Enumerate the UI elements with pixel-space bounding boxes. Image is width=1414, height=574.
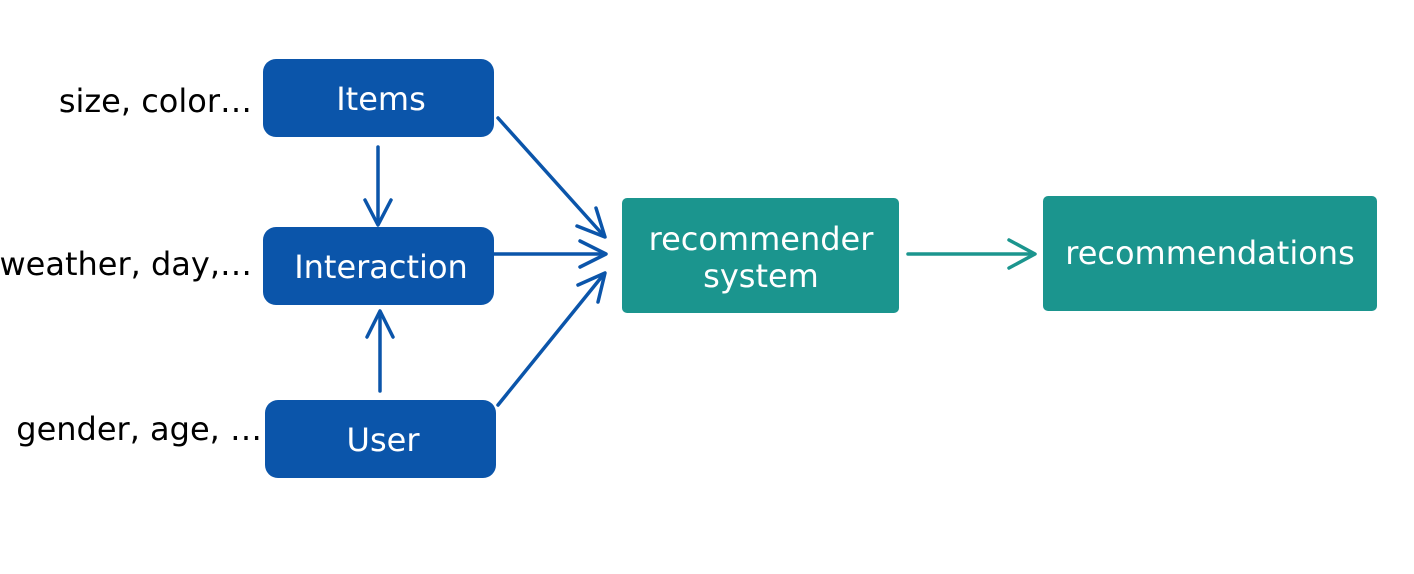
user-node: User — [265, 400, 496, 478]
recommender-system-label-line2: system — [703, 257, 819, 295]
recommendations-node-label: recommendations — [1065, 234, 1355, 272]
recommender-system-label-line1: recommender — [649, 220, 875, 258]
user-attributes-label: gender, age, … — [16, 410, 262, 448]
recommender-system-node: recommender system — [622, 198, 899, 313]
items-node-box — [263, 59, 494, 137]
arrow-items-to-interaction — [363, 145, 393, 227]
arrow-user-to-recommender — [496, 271, 607, 407]
user-node-label: User — [347, 421, 421, 459]
recommender-system-node-box — [622, 198, 899, 313]
arrow-interaction-to-recommender — [492, 239, 608, 269]
interaction-node-box — [263, 227, 494, 305]
arrow-items-to-recommender — [496, 116, 607, 239]
interaction-attributes-label: weather, day,… — [0, 245, 252, 283]
items-node: Items — [263, 59, 494, 137]
arrow-user-to-interaction — [365, 309, 395, 393]
interaction-node: Interaction — [263, 227, 494, 305]
recommendations-node: recommendations — [1043, 196, 1377, 311]
items-attributes-label: size, color… — [59, 82, 252, 120]
interaction-node-label: Interaction — [294, 248, 468, 286]
items-node-label: Items — [336, 80, 426, 118]
recommendations-node-box — [1043, 196, 1377, 311]
arrow-recommender-to-recommendations — [906, 238, 1037, 270]
user-node-box — [265, 400, 496, 478]
